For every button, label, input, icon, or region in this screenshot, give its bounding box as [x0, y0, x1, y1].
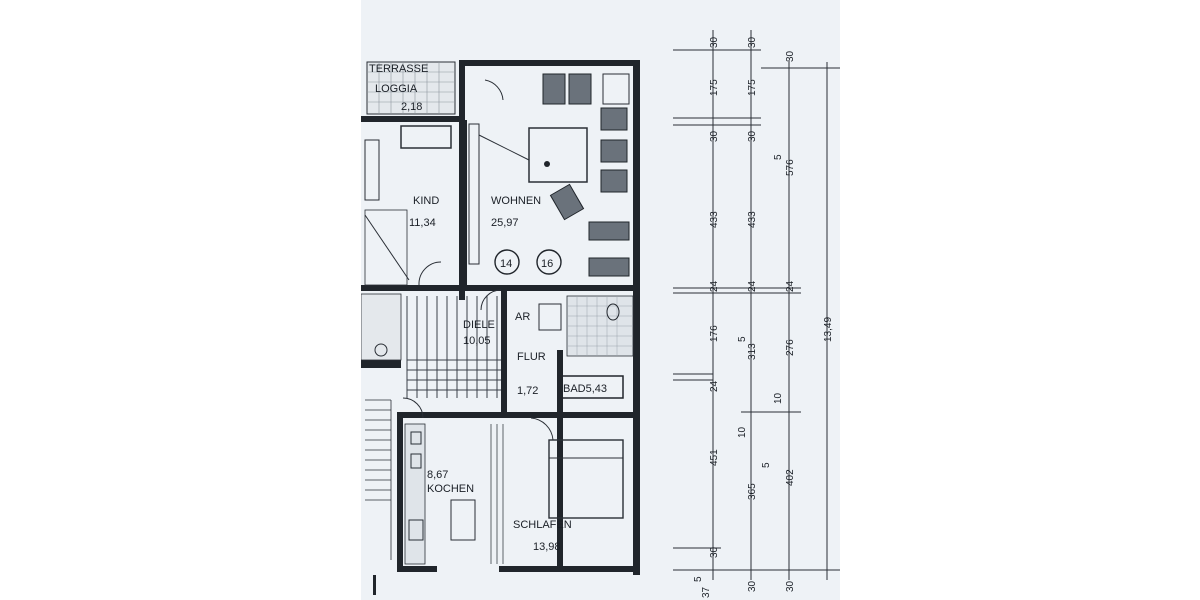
dim-c2-2: 30	[747, 130, 758, 142]
label-flur-area: 1,72	[517, 385, 538, 397]
label-wohnen: WOHNEN	[491, 195, 541, 207]
floor-plan: TERRASSE LOGGIA 2,18 KIND 11,34 WOHNEN 2…	[361, 30, 840, 598]
dim-c1-6: 24	[709, 380, 720, 392]
dim-c1-7: 451	[709, 449, 720, 466]
dim-c1-0: 30	[709, 36, 720, 48]
label-kochen: KOCHEN	[427, 483, 474, 495]
label-diele-area: 10,05	[463, 335, 491, 347]
label-bad: BAD5,43	[563, 383, 607, 395]
dim-c2-1: 175	[747, 79, 758, 96]
dim-c3-6: 5	[761, 462, 772, 468]
label-kind: KIND	[413, 195, 439, 207]
dim-c3-0: 30	[785, 50, 796, 62]
dim-c1-4: 24	[709, 280, 720, 292]
dim-c2-6: 313	[747, 343, 758, 360]
dim-c3-7: 402	[785, 469, 796, 486]
dim-c1-9: 5	[693, 576, 704, 582]
label-terrasse: TERRASSE	[369, 63, 428, 75]
dim-c1-2: 30	[709, 130, 720, 142]
dim-c3-8: 30	[785, 580, 796, 592]
label-loggia-area: 2,18	[401, 101, 422, 113]
dim-c1-8: 30	[709, 546, 720, 558]
label-wohnen-area: 25,97	[491, 217, 519, 229]
dim-c2-7: 10	[737, 426, 748, 438]
dim-c1-3: 433	[709, 211, 720, 228]
label-schlafen-area: 13,98	[533, 541, 561, 553]
label-unit-14: 14	[500, 258, 512, 270]
dim-c1-5: 176	[709, 325, 720, 342]
label-kochen-area: 8,67	[427, 469, 448, 481]
dim-c3-1: 5	[773, 154, 784, 160]
dim-c3-4: 276	[785, 339, 796, 356]
dim-c3-3: 24	[785, 280, 796, 292]
label-loggia: LOGGIA	[375, 83, 418, 95]
dimension-column-3: 30 5 576 24 276 10 5 402 30	[761, 50, 796, 592]
dim-c2-3: 433	[747, 211, 758, 228]
label-flur: FLUR	[517, 351, 546, 363]
dim-c1-1: 175	[709, 79, 720, 96]
dimension-column-2: 30 175 30 433 24 5 313 10 365 30	[737, 36, 758, 592]
label-unit-16: 16	[541, 258, 553, 270]
dim-c1-10: 37	[701, 586, 712, 598]
dim-c2-5: 5	[737, 336, 748, 342]
dim-c2-4: 24	[747, 280, 758, 292]
dimension-column-1: 30 175 30 433 24 176 24 451 30 5 37	[693, 36, 720, 598]
dim-total: 13,49	[823, 317, 834, 342]
dim-c2-8: 365	[747, 483, 758, 500]
dim-c3-2: 576	[785, 159, 796, 176]
label-ar: AR	[515, 311, 530, 323]
label-diele: DIELE	[463, 319, 495, 331]
label-kind-area: 11,34	[409, 217, 436, 229]
dim-c2-9: 30	[747, 580, 758, 592]
dim-c3-5: 10	[773, 392, 784, 404]
dim-c2-0: 30	[747, 36, 758, 48]
label-schlafen: SCHLAFEN	[513, 519, 572, 531]
